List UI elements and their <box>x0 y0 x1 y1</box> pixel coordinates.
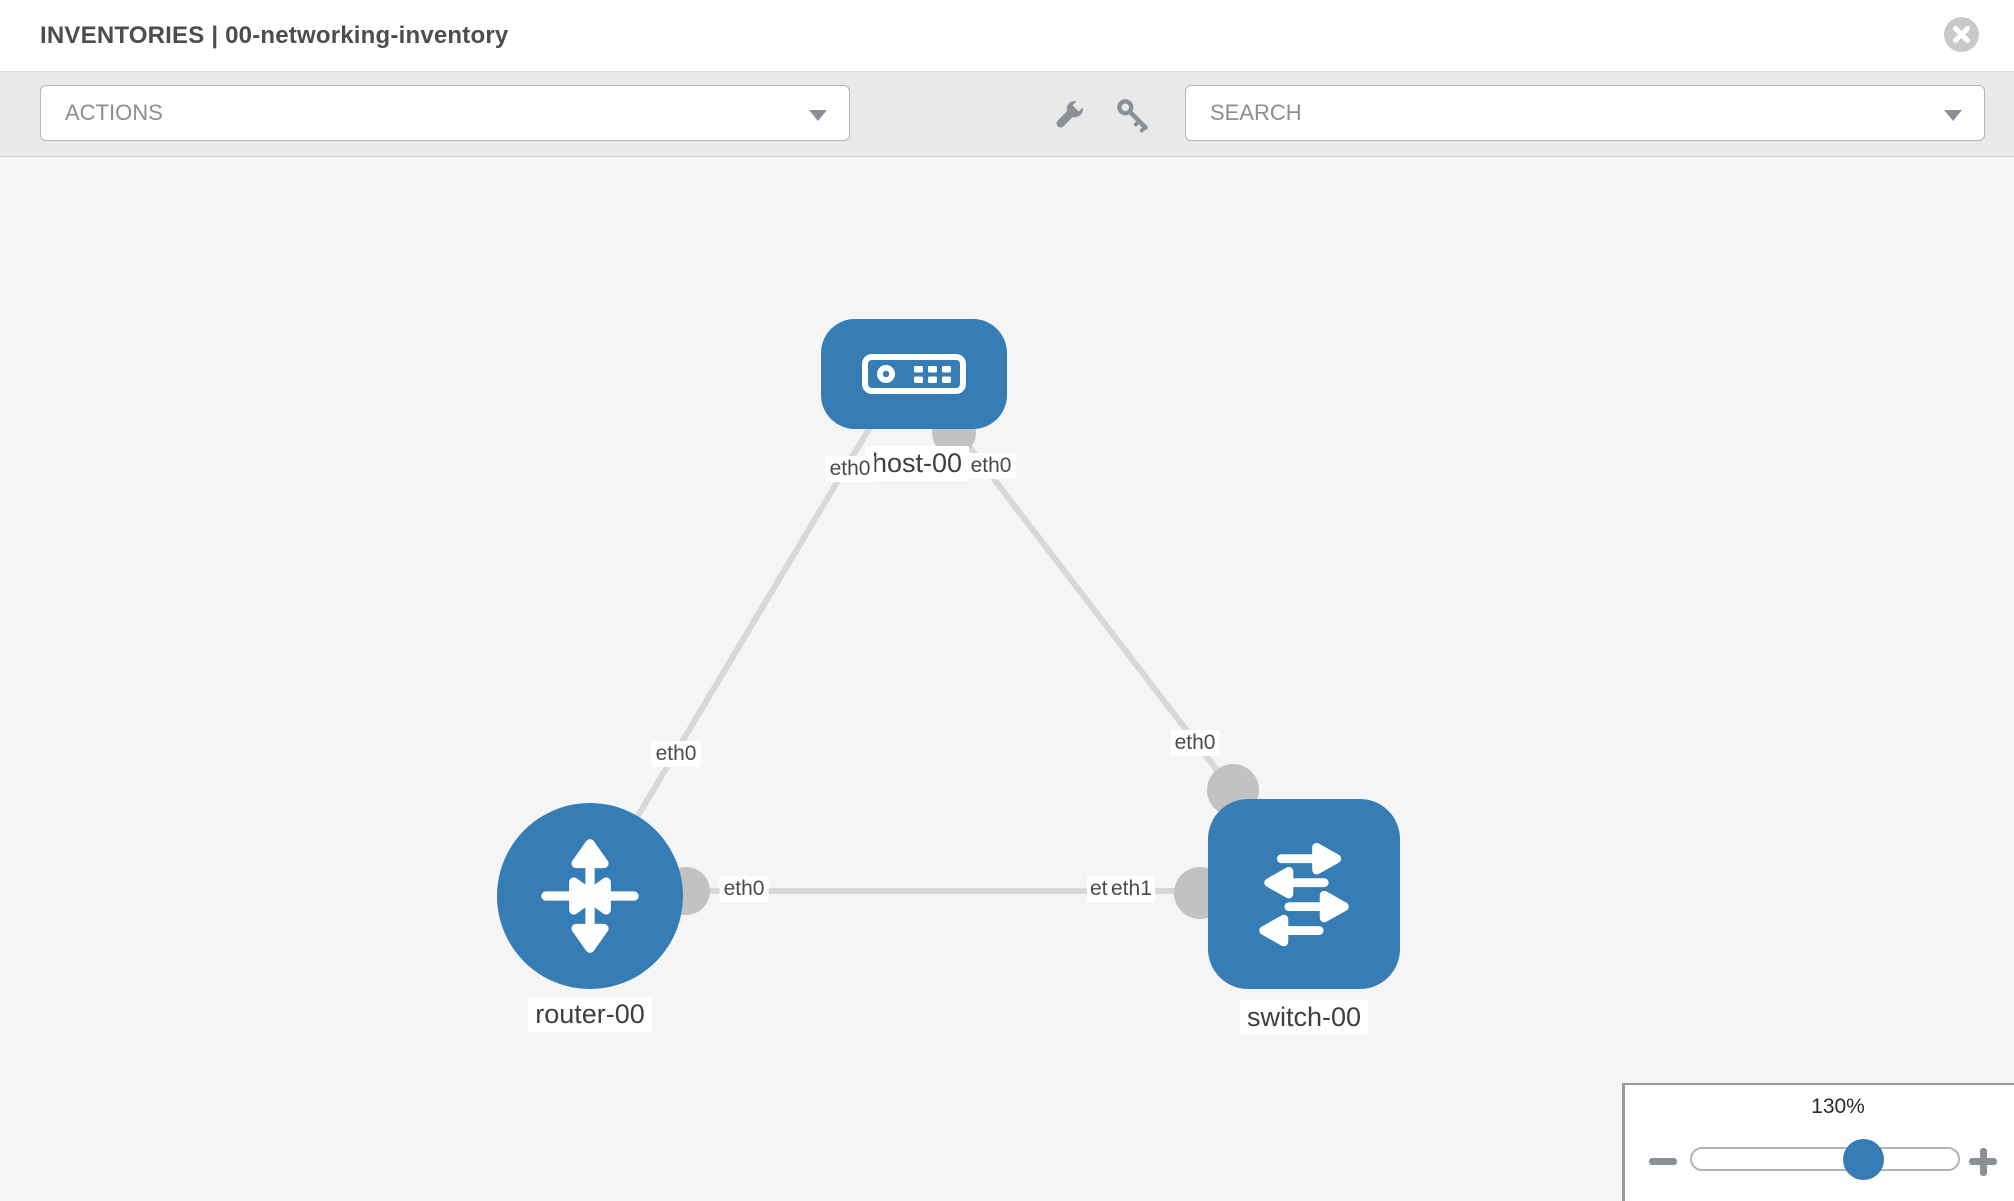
search-dropdown-label: SEARCH <box>1210 100 1302 125</box>
wrench-icon <box>1056 98 1086 128</box>
topology-links-layer <box>587 411 1304 919</box>
zoom-slider-thumb[interactable] <box>1843 1139 1884 1180</box>
topology-canvas[interactable]: host-00 router-00 switch-00 eth0 eth0 et… <box>0 157 2014 1201</box>
chevron-down-icon <box>1944 110 1962 121</box>
adhoc-wrench-button[interactable] <box>1050 96 1088 134</box>
actions-dropdown-label: ACTIONS <box>65 100 163 125</box>
interface-label: eth1 <box>1108 876 1155 902</box>
minus-icon <box>1649 1158 1677 1165</box>
node-switch-00[interactable] <box>1208 799 1400 989</box>
credentials-key-button[interactable] <box>1114 96 1152 134</box>
key-icon <box>1117 99 1148 133</box>
interface-label: eth0 <box>719 876 769 902</box>
zoom-panel: 130% <box>1622 1083 2014 1201</box>
close-icon <box>1953 26 1970 43</box>
zoom-level-label: 130% <box>1811 1095 1865 1118</box>
host-icon <box>862 354 966 394</box>
zoom-slider-track[interactable] <box>1690 1147 1960 1171</box>
page-title: INVENTORIES | 00-networking-inventory <box>40 21 509 49</box>
node-router-00[interactable] <box>497 803 683 989</box>
node-label-router-00: router-00 <box>528 997 652 1032</box>
toolbar: ACTIONS SEARCH <box>0 72 2014 157</box>
plus-icon <box>1979 1147 1987 1176</box>
zoom-out-button[interactable] <box>1645 1143 1681 1179</box>
actions-dropdown[interactable]: ACTIONS <box>40 85 850 141</box>
interface-label: eth0 <box>825 456 875 482</box>
node-host-00[interactable] <box>821 319 1007 429</box>
close-button[interactable] <box>1944 17 1979 52</box>
interface-label-overlap-group: eth0 eth1 <box>1087 876 1157 906</box>
node-label-switch-00: switch-00 <box>1239 1000 1369 1035</box>
chevron-down-icon <box>809 110 827 121</box>
router-icon <box>541 839 639 953</box>
zoom-in-button[interactable] <box>1965 1143 2001 1179</box>
interface-label: eth0 <box>966 453 1016 479</box>
node-label-host-00: host-00 <box>864 446 970 481</box>
interface-label: eth0 <box>651 741 701 767</box>
search-dropdown[interactable]: SEARCH <box>1185 85 1985 141</box>
switch-icon <box>1259 842 1349 947</box>
header: INVENTORIES | 00-networking-inventory <box>0 0 2014 72</box>
interface-label: eth0 <box>1170 730 1220 756</box>
